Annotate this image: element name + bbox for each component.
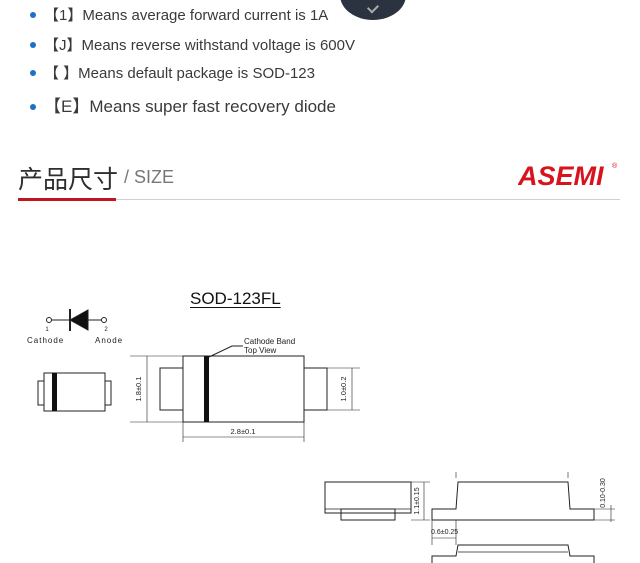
package-drawing: 1 2 Cathode Anode Cathode Band Top View … — [27, 309, 615, 563]
bullet-dot-icon — [30, 12, 36, 19]
height-dim-text: 1.8±0.1 — [134, 377, 143, 402]
main-right-lead — [303, 367, 328, 411]
pin2-terminal — [101, 317, 107, 323]
bullet-dot-icon — [30, 103, 36, 110]
bullet-dot-icon — [30, 70, 36, 77]
main-left-lead — [159, 367, 184, 411]
feature-item: 【J】Means reverse withstand voltage is 60… — [30, 34, 355, 55]
small-left-lead — [37, 380, 45, 406]
lead-thickness-dim-text: 0.10-0.30 — [600, 478, 607, 508]
pin2-number: 2 — [104, 327, 108, 333]
header-divider — [18, 199, 620, 200]
lead-length-dim-text: 0.6±0.25 — [431, 529, 458, 536]
side-view-left-pad — [340, 508, 396, 521]
check-icon — [366, 1, 380, 14]
small-right-lead — [104, 380, 112, 406]
feature-text: 【 】Means default package is SOD-123 — [44, 65, 315, 82]
cathode-band-leader — [208, 345, 243, 358]
floating-badge — [340, 0, 406, 20]
logo-registered-mark: ® — [612, 162, 618, 170]
package-name: SOD-123FL — [190, 289, 281, 308]
side-view-left-outline — [324, 481, 412, 514]
section-title: 产品尺寸 — [18, 165, 119, 194]
side-view-right-outline — [431, 481, 595, 521]
cathode-label: Cathode — [27, 336, 64, 345]
diode-triangle-icon — [68, 309, 89, 331]
top-view-label: Top View — [244, 346, 277, 355]
size-section-header: 产品尺寸 / SIZE ASEMI ® — [18, 160, 620, 201]
feature-item: 【1】Means average forward current is 1A — [30, 4, 328, 25]
header-accent-bar — [18, 198, 116, 201]
anode-label: Anode — [95, 336, 123, 345]
feature-text: 【1】Means average forward current is 1A — [44, 7, 329, 24]
main-cathode-band — [204, 356, 209, 422]
logo-text: ASEMI — [518, 161, 604, 190]
section-subtitle: / SIZE — [124, 167, 175, 187]
length-dim-text: 2.8±0.1 — [231, 427, 256, 436]
small-cathode-band — [52, 373, 57, 411]
pin1-terminal — [46, 317, 52, 323]
bottom-view-outline — [431, 544, 595, 563]
bullet-dot-icon — [30, 42, 36, 49]
lead-width-dim-text: 1.0±0.2 — [339, 377, 348, 402]
feature-item: 【E】Means super fast recovery diode — [30, 92, 336, 117]
cathode-band-label: Cathode Band — [244, 337, 295, 346]
feature-text: 【J】Means reverse withstand voltage is 60… — [44, 37, 355, 54]
pin1-number: 1 — [45, 327, 49, 333]
thickness-dim-text: 1.1±0.15 — [414, 487, 421, 514]
main-body-outline — [182, 355, 305, 423]
feature-text: 【E】Means super fast recovery diode — [44, 97, 336, 116]
feature-item: 【 】Means default package is SOD-123 — [30, 62, 315, 83]
asemi-logo: ASEMI ® — [518, 161, 618, 190]
